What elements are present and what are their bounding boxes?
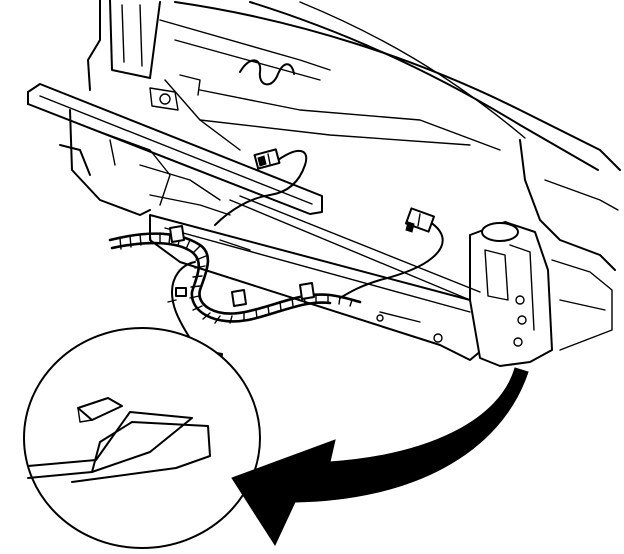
harness-ribs — [119, 232, 353, 324]
upper-connector — [214, 148, 308, 226]
curved-arrow-icon — [231, 367, 529, 547]
upper-tie-bar — [27, 83, 323, 215]
right-connector — [339, 207, 444, 299]
right-side-member — [469, 139, 619, 367]
detail-callout-icon — [23, 327, 261, 549]
diagonal-brace — [229, 199, 471, 301]
connector-icon — [253, 148, 281, 170]
left-support — [59, 109, 231, 216]
connector-icon — [404, 207, 436, 233]
wiring-harness-icon — [108, 225, 362, 324]
upper-frame — [87, 0, 621, 171]
